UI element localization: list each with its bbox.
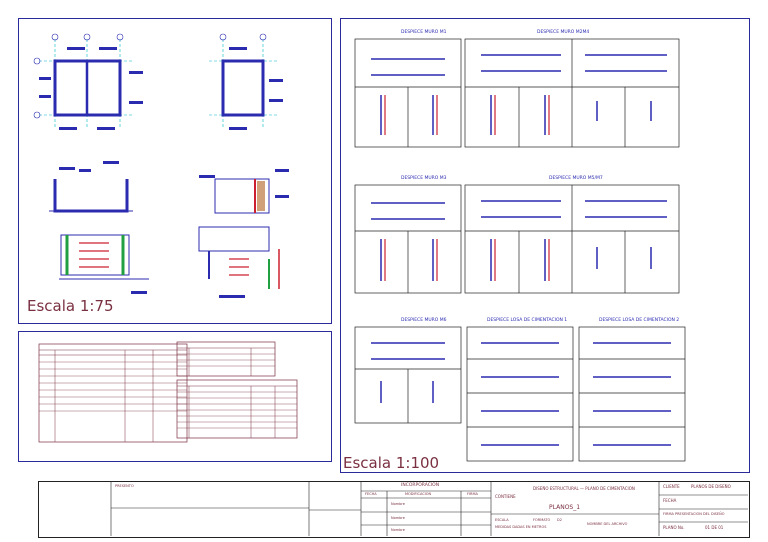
foundation-plan-2 <box>209 33 283 130</box>
title-block-grid <box>110 482 748 536</box>
title-m2m4: DESPIECE MURO M2M4 <box>537 29 589 35</box>
medidas-note: MEDIDAS DADAS EN METROS <box>495 525 547 529</box>
plan-drawings <box>33 33 289 298</box>
detail-m5m7 <box>464 184 680 294</box>
title-m5m7: DESPIECE MURO M5/M7 <box>549 175 603 181</box>
fecha-label: FECHA <box>663 498 677 503</box>
details-panel: DESPIECE MURO M1 DESPIECE MURO M2M4 <box>340 18 750 473</box>
col-fecha: FECHA <box>365 492 377 496</box>
section-4 <box>198 226 280 298</box>
title-m1: DESPIECE MURO M1 <box>401 29 447 35</box>
materials-table <box>38 343 188 443</box>
detail-losa2 <box>578 326 686 462</box>
row-nombre-1: Nombre <box>391 502 405 506</box>
planos-label: PLANOS_1 <box>549 504 581 511</box>
rebar-details: DESPIECE MURO M1 DESPIECE MURO M2M4 <box>354 29 686 462</box>
summary-table-2 <box>176 379 298 439</box>
plano-no-label: PLANO No. <box>663 525 685 530</box>
col-firma: FIRMA <box>467 492 478 496</box>
detail-losa1 <box>466 326 574 462</box>
title-m3: DESPIECE MURO M3 <box>401 175 447 181</box>
title-m6: DESPIECE MURO M6 <box>401 317 447 323</box>
firma-label: FIRMA PRESENTACION DEL DISEÑO <box>663 512 725 516</box>
title-losa1: DESPIECE LOSA DE CIMENTACION 1 <box>487 317 567 323</box>
formato-value: D2 <box>557 518 562 522</box>
scale-label-right: Escala 1:100 <box>343 454 440 472</box>
plano-no-value: 01 DE 01 <box>705 525 724 530</box>
cliente-label: CLIENTE <box>663 484 680 489</box>
row-nombre-2: Nombre <box>391 516 405 520</box>
presento-label: PRESENTO <box>115 484 134 488</box>
foundation-plan-1 <box>33 33 143 130</box>
detail-m6 <box>354 326 462 424</box>
section-1 <box>49 161 133 213</box>
incorporacion-header: INCORPORACION <box>401 483 440 488</box>
detail-m1 <box>354 38 462 148</box>
title-block: PRESENTO INCORPORACION FECHA MODIFICACIO… <box>38 481 750 538</box>
col-modificacion: MODIFICACION <box>405 492 432 496</box>
formato-label: FORMATO <box>533 518 551 522</box>
schedule-tables <box>38 341 298 443</box>
scale-label-left: Escala 1:75 <box>27 297 114 315</box>
detail-m2m4 <box>464 38 680 148</box>
row-nombre-3: Nombre <box>391 528 405 532</box>
tables-panel <box>18 331 332 462</box>
cliente-value: PLANOS DE DISEÑO <box>691 484 731 489</box>
plan-title: DISEÑO ESTRUCTURAL — PLANO DE CIMENTACIO… <box>533 486 635 491</box>
plan-panel: Escala 1:75 <box>18 18 332 324</box>
title-losa2: DESPIECE LOSA DE CIMENTACION 2 <box>599 317 679 323</box>
contiene-label: CONTIENE <box>495 494 516 499</box>
detail-m3 <box>354 184 462 294</box>
nombre-archivo-label: NOMBRE DEL ARCHIVO <box>587 522 628 526</box>
escala-label: ESCALA <box>495 518 509 522</box>
section-3 <box>59 234 149 294</box>
summary-table-1 <box>176 341 276 377</box>
section-2 <box>199 169 289 214</box>
